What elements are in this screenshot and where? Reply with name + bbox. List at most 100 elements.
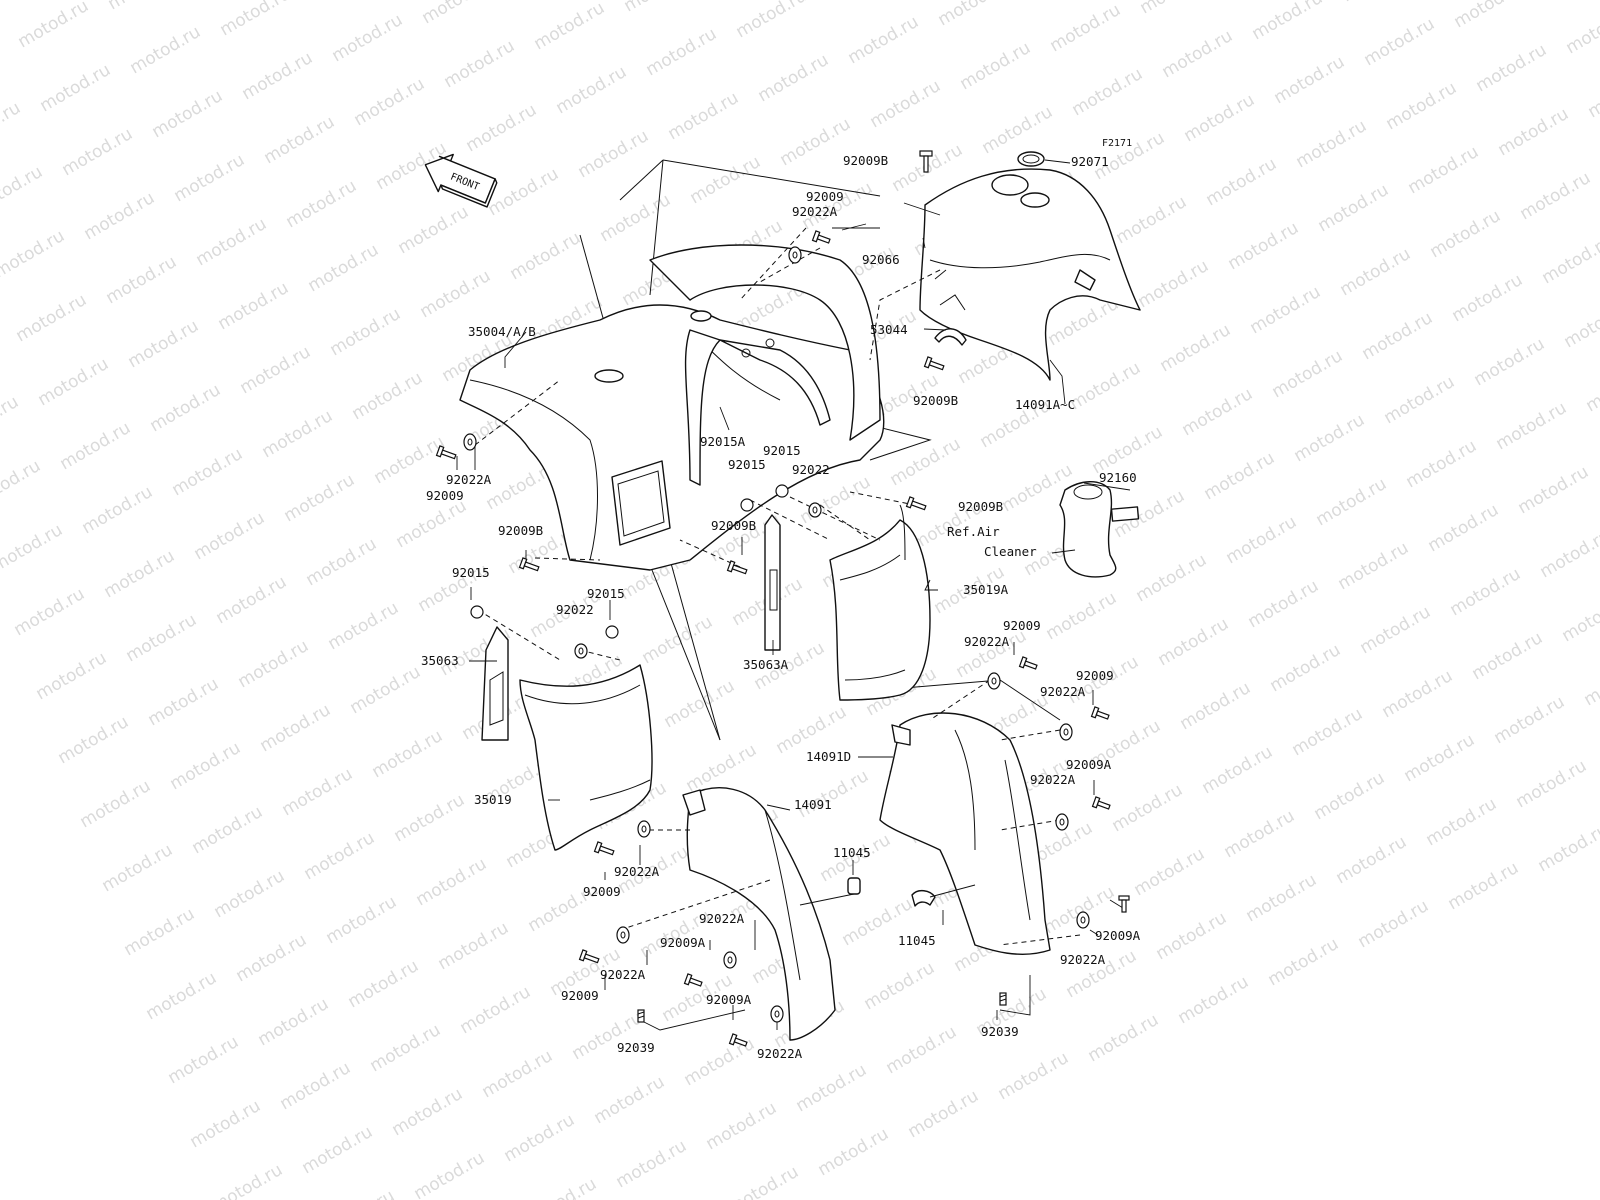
watermark-text: motod.ru	[0, 34, 2, 90]
callout-11045-b: 11045	[898, 933, 936, 948]
watermark-text: motod.ru	[1223, 512, 1301, 568]
watermark-text: motod.ru	[255, 994, 333, 1050]
watermark-text: motod.ru	[1491, 692, 1569, 748]
watermark-text: motod.ru	[703, 1098, 781, 1154]
callout-11045-a: 11045	[833, 845, 871, 860]
watermark-text: motod.ru	[995, 1048, 1073, 1104]
watermark-text: motod.ru	[575, 126, 653, 182]
watermark-text: motod.ru	[411, 1148, 489, 1200]
watermark-text: motod.ru	[1405, 142, 1483, 198]
watermark-text: motod.ru	[35, 354, 113, 410]
callout-92022A-b1: 92022A	[614, 864, 660, 879]
callout-53044: 53044	[870, 322, 908, 337]
watermark-text: motod.ru	[661, 676, 739, 732]
watermark-text: motod.ru	[1245, 576, 1323, 632]
callout-14091A-C: 14091A~C	[1015, 397, 1075, 412]
watermark-text: motod.ru	[371, 432, 449, 488]
screw-icon	[1118, 895, 1130, 913]
watermark-text: motod.ru	[281, 470, 359, 526]
watermark-text: motod.ru	[887, 434, 965, 490]
screw-icon	[683, 973, 703, 987]
watermark-text: motod.ru	[169, 444, 247, 500]
callout-92009-top: 92009	[806, 189, 844, 204]
watermark-text: motod.ru	[591, 1072, 669, 1128]
callout-92009-left: 92009	[426, 488, 464, 503]
watermark-text: motod.ru	[867, 76, 945, 132]
rear-fender-35004	[459, 244, 885, 571]
watermark-text: motod.ru	[1157, 320, 1235, 376]
watermark-text: motod.ru	[79, 482, 157, 538]
watermark-text: motod.ru	[479, 1046, 557, 1102]
watermark-text: motod.ru	[1069, 64, 1147, 120]
watermark-text: motod.ru	[147, 380, 225, 436]
watermark-text: motod.ru	[1311, 768, 1389, 824]
watermark-text: motod.ru	[345, 956, 423, 1012]
watermark-text: motod.ru	[1135, 256, 1213, 312]
callout-92009-b1: 92009	[583, 884, 621, 899]
watermark-text: motod.ru	[369, 726, 447, 782]
watermark-text: motod.ru	[237, 342, 315, 398]
washer-icon	[775, 484, 789, 498]
watermark-text: motod.ru	[1177, 678, 1255, 734]
watermark-text: motod.ru	[1383, 78, 1461, 134]
watermark-text: motod.ru	[277, 1058, 355, 1114]
cover-14091A-C	[919, 168, 1141, 381]
mud-flap-35019	[519, 664, 653, 851]
watermark-text: motod.ru	[1137, 0, 1215, 18]
callout-92009A-b2: 92009A	[706, 992, 752, 1007]
watermark-text: motod.ru	[1199, 742, 1277, 798]
watermark-text: motod.ru	[569, 1008, 647, 1064]
watermark-text: motod.ru	[441, 36, 519, 92]
callout-92022A-b3: 92022A	[600, 967, 646, 982]
watermark-text: motod.ru	[1289, 704, 1367, 760]
watermark-text: motod.ru	[1271, 52, 1349, 108]
callout-92015A: 92015A	[700, 434, 746, 449]
watermark-text: motod.ru	[0, 226, 68, 282]
watermark-text: motod.ru	[1495, 104, 1573, 160]
watermark-text: motod.ru	[193, 214, 271, 270]
watermark-text: motod.ru	[1539, 232, 1600, 288]
callout-92022A-b2: 92022A	[699, 911, 745, 926]
callout-35063: 35063	[421, 653, 459, 668]
washer-icon	[740, 498, 754, 512]
watermark-text: motod.ru	[1153, 908, 1231, 964]
screw-icon	[435, 445, 457, 460]
watermark-text: motod.ru	[0, 392, 22, 448]
watermark-text: motod.ru	[99, 840, 177, 896]
watermark-text: motod.ru	[1335, 538, 1413, 594]
callout-92009B-left: 92009B	[498, 523, 543, 538]
washer-icon	[723, 951, 737, 969]
watermark-text: motod.ru	[191, 508, 269, 564]
screw-icon	[1018, 656, 1038, 670]
watermark-text: motod.ru	[1423, 794, 1501, 850]
watermark-text: motod.ru	[33, 648, 111, 704]
watermark-text: motod.ru	[1513, 756, 1591, 812]
watermark-text: motod.ru	[1085, 1010, 1163, 1066]
watermark-text: motod.ru	[1047, 0, 1125, 56]
watermark-text: motod.ru	[1225, 218, 1303, 274]
watermark-text: motod.ru	[299, 1122, 377, 1178]
callout-92009A-r4: 92009A	[1095, 928, 1141, 943]
watermark-text: motod.ru	[259, 406, 337, 462]
watermark-text: motod.ru	[57, 418, 135, 474]
watermark-text: motod.ru	[435, 918, 513, 974]
watermark-text: motod.ru	[823, 0, 901, 4]
washer-icon	[1076, 911, 1090, 929]
watermark-text: motod.ru	[1243, 870, 1321, 926]
callout-92071: 92071	[1071, 154, 1109, 169]
watermark-text: motod.ru	[413, 854, 491, 910]
washer-icon	[1059, 723, 1073, 741]
watermark-text: motod.ru	[0, 162, 46, 218]
watermark-text: motod.ru	[1515, 462, 1593, 518]
watermark-text: motod.ru	[305, 240, 383, 296]
watermark-text: motod.ru	[1175, 972, 1253, 1028]
watermark-text: motod.ru	[687, 152, 765, 208]
front-arrow-icon: FRONT	[424, 153, 498, 208]
watermark-text: motod.ru	[1401, 730, 1479, 786]
cover-14091D	[879, 712, 1051, 955]
watermark-text: motod.ru	[105, 0, 183, 14]
watermark-text: motod.ru	[1355, 896, 1433, 952]
watermark-text: motod.ru	[327, 304, 405, 360]
watermark-text: motod.ru	[1315, 180, 1393, 236]
